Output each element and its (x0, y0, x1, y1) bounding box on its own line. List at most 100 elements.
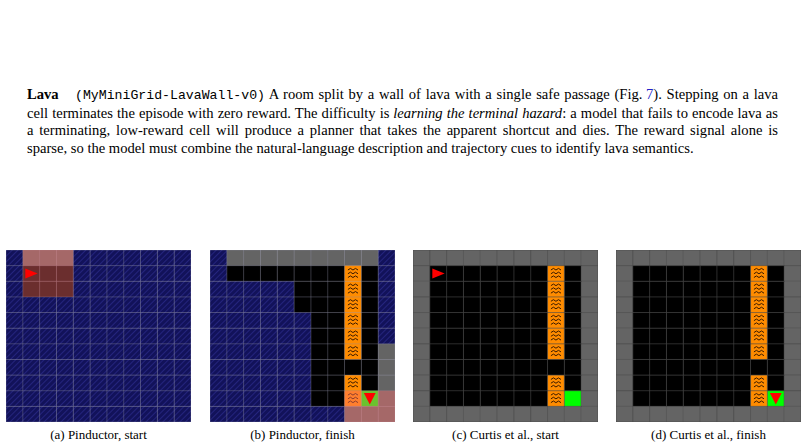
grid-cell (378, 359, 395, 375)
grid-cell (90, 406, 107, 422)
lava-wave (754, 288, 764, 290)
lava-wave (348, 347, 358, 349)
grid-cell (447, 250, 464, 266)
grid-cell (531, 391, 548, 407)
grid-cell (531, 266, 548, 282)
grid-cell (616, 266, 633, 282)
grid-cell (616, 250, 633, 266)
lava-wave (348, 323, 358, 325)
grid-cell (260, 297, 277, 313)
grid-cell (6, 250, 23, 266)
grid-line (616, 250, 801, 251)
grid-cell (40, 375, 57, 391)
grid-cell (73, 406, 90, 422)
grid-cell (141, 266, 158, 282)
grid-cell (751, 328, 768, 344)
view-highlight (23, 250, 73, 297)
lava-wave (551, 338, 561, 340)
grid-cell (767, 344, 784, 360)
lava-wave (551, 319, 561, 321)
grid-cell (210, 297, 227, 313)
grid-cell (157, 313, 174, 329)
grid-cell (784, 250, 801, 266)
grid-cell (6, 328, 23, 344)
lava-wave (348, 378, 358, 380)
grid-cell (227, 391, 244, 407)
lava-wave (551, 331, 561, 333)
grid-line (733, 250, 734, 422)
grid-cell (700, 406, 717, 422)
lava-wave (551, 382, 561, 384)
grid-cell (717, 406, 734, 422)
grid-cell (260, 391, 277, 407)
grid-cell (124, 250, 141, 266)
grid-cell (734, 344, 751, 360)
lava-wave (754, 319, 764, 321)
grid-cell (650, 406, 667, 422)
grid-cell (227, 281, 244, 297)
grid-cell (717, 359, 734, 375)
grid-line (616, 328, 801, 329)
grid-cell (311, 250, 328, 266)
grid-cell (683, 281, 700, 297)
grid-cell (564, 266, 581, 282)
lava-wave (348, 350, 358, 352)
grid-line (191, 250, 192, 422)
grid-cell (497, 359, 514, 375)
grid-line (480, 250, 481, 422)
grid-cell (463, 297, 480, 313)
grid-cell (564, 391, 581, 407)
subfigure-caption: (b) Pinductor, finish (203, 427, 403, 442)
grid-cell (311, 328, 328, 344)
grid-cell (107, 266, 124, 282)
grid-cell (734, 375, 751, 391)
grid-cell (73, 281, 90, 297)
grid-cell (141, 281, 158, 297)
grid-cell (751, 359, 768, 375)
grid-cell (23, 359, 40, 375)
grid-cell (784, 344, 801, 360)
grid-line (666, 250, 667, 422)
grid-cell (378, 313, 395, 329)
grid-cell (497, 281, 514, 297)
grid-cell (40, 406, 57, 422)
grid-cell (40, 297, 57, 313)
subfigure-caption: (a) Pinductor, start (0, 427, 199, 442)
grid-cell (480, 375, 497, 391)
grid-cell (514, 359, 531, 375)
lava-wave (754, 315, 764, 317)
grid-cell (463, 344, 480, 360)
grid-cell (157, 344, 174, 360)
grid-cell (767, 359, 784, 375)
lava-wave (348, 288, 358, 290)
lava-wave (754, 350, 764, 352)
grid-cell (497, 375, 514, 391)
grid-line (413, 265, 598, 266)
lava-wave (348, 335, 358, 337)
grid-cell (784, 375, 801, 391)
grid-cell (73, 359, 90, 375)
grid-cell (514, 250, 531, 266)
grid-cell (56, 406, 73, 422)
grid-cell (260, 406, 277, 422)
lava-wave (551, 354, 561, 356)
grid-cell (73, 391, 90, 407)
grid-cell (174, 391, 191, 407)
grid-line (801, 250, 802, 422)
grid-cell (480, 281, 497, 297)
grid-cell (683, 313, 700, 329)
grid-cell (650, 297, 667, 313)
grid-cell (734, 297, 751, 313)
grid-cell (413, 344, 430, 360)
grid-cell (56, 391, 73, 407)
grid-cell (700, 281, 717, 297)
gridworld-image (413, 250, 598, 422)
grid-cell (751, 250, 768, 266)
grid-cell (430, 297, 447, 313)
grid-cell (361, 313, 378, 329)
grid-cell (244, 359, 261, 375)
grid-cell (767, 406, 784, 422)
grid-line (6, 250, 7, 422)
grid-cell (56, 375, 73, 391)
grid-line (683, 250, 684, 422)
